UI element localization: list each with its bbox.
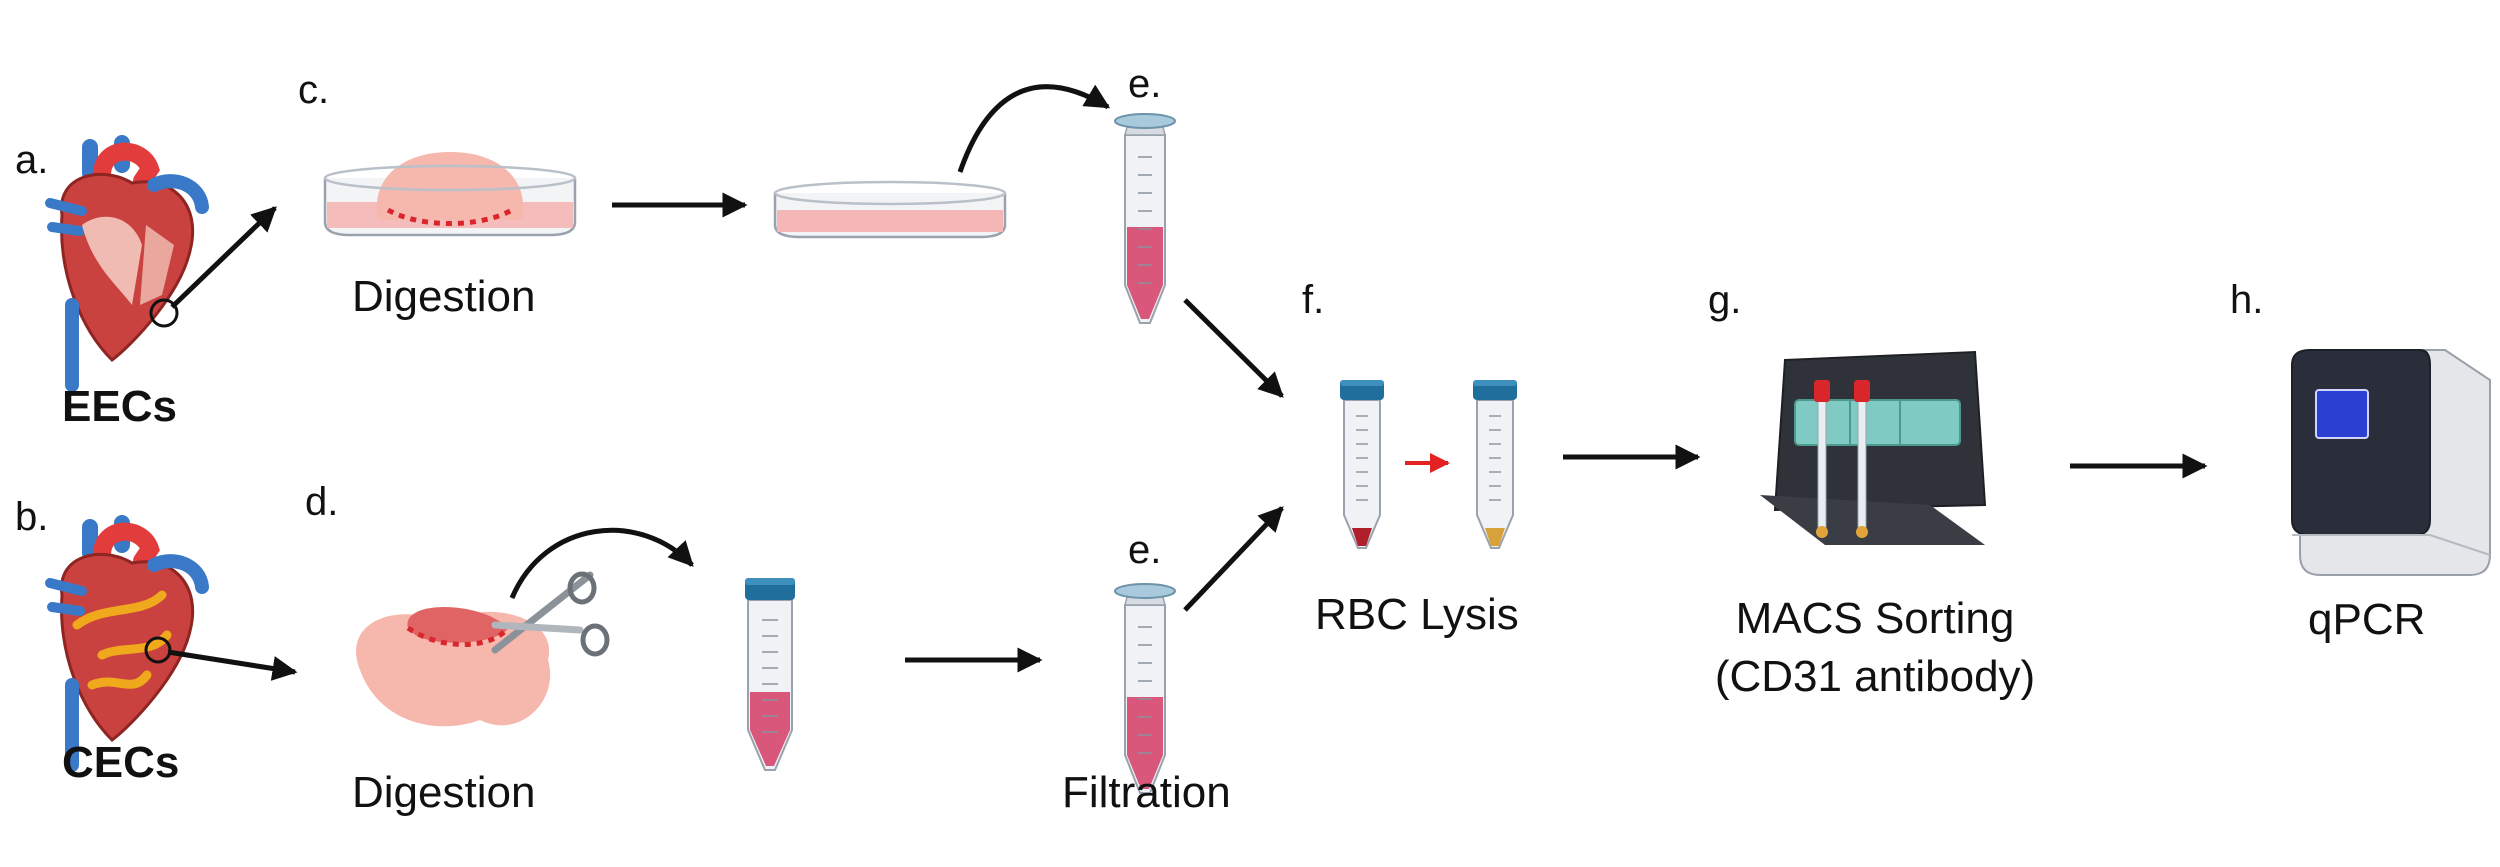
caption-digestion-top: Digestion — [352, 272, 536, 321]
step-label-e-bottom: e. — [1128, 528, 1162, 572]
caption-rbc-lysis: RBC Lysis — [1315, 590, 1519, 639]
scissors-icon — [491, 571, 610, 657]
caption-macs-line1: MACS Sorting — [1735, 594, 2015, 643]
tube-icon-digestion — [744, 577, 796, 771]
petri-dish-icon-tissue — [323, 152, 577, 237]
qpcr-machine-icon — [2291, 349, 2491, 576]
step-label-g: g. — [1708, 278, 1742, 322]
tube-icon-lysis-after — [1472, 379, 1518, 549]
caption-macs-sorting: MACS Sorting (CD31 antibody) — [1700, 590, 2050, 706]
caption-macs-line2: (CD31 antibody) — [1714, 652, 2036, 701]
step-label-a: a. — [15, 138, 49, 182]
caption-qpcr: qPCR — [2308, 595, 2426, 644]
tube-icon-lysis-before — [1339, 379, 1385, 549]
filter-tube-icon-bottom — [1114, 583, 1176, 794]
arrow-icon — [167, 84, 2208, 681]
source-label-eecs: EECs — [62, 382, 177, 431]
step-label-d: d. — [305, 480, 339, 524]
heart-icon-cecs — [50, 523, 202, 765]
step-label-c: c. — [298, 68, 330, 112]
step-label-b: b. — [15, 495, 49, 539]
step-label-f: f. — [1302, 278, 1325, 322]
caption-filtration: Filtration — [1062, 768, 1231, 817]
heart-icon-eecs — [50, 143, 202, 385]
step-label-e-top: e. — [1128, 62, 1162, 106]
macs-separator-icon — [1760, 350, 1987, 545]
petri-dish-icon-medium — [773, 180, 1007, 239]
step-label-h: h. — [2230, 278, 2264, 322]
filter-tube-icon-top — [1114, 113, 1176, 324]
caption-digestion-bottom: Digestion — [352, 768, 536, 817]
source-label-cecs: CECs — [62, 738, 180, 787]
